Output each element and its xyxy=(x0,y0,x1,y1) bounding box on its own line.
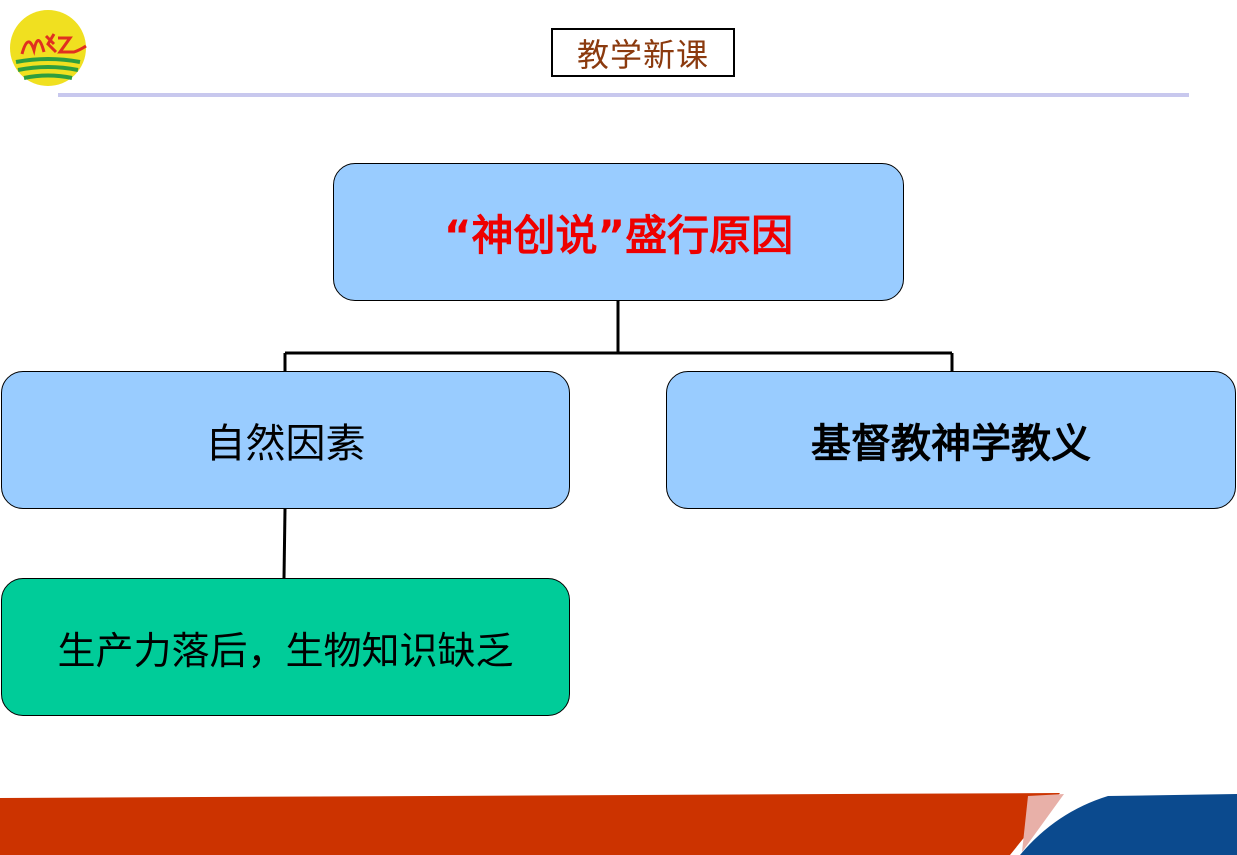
school-logo-icon xyxy=(4,10,92,90)
diagram-node-natural-factors: 自然因素 xyxy=(1,371,570,509)
diagram-node-productivity: 生产力落后，生物知识缺乏 xyxy=(1,578,570,716)
footer-banner xyxy=(0,790,1237,855)
header-divider xyxy=(58,93,1189,97)
connector-natural-to-productivity xyxy=(282,508,287,579)
diagram-node-root: “神创说”盛行原因 xyxy=(333,163,904,301)
diagram-node-christian-doctrine: 基督教神学教义 xyxy=(666,371,1236,509)
footer-pink-accent xyxy=(1022,794,1064,852)
page-title: 教学新课 xyxy=(551,28,735,77)
footer-blue-swoosh xyxy=(1020,794,1237,855)
footer-red-band xyxy=(0,793,1060,855)
